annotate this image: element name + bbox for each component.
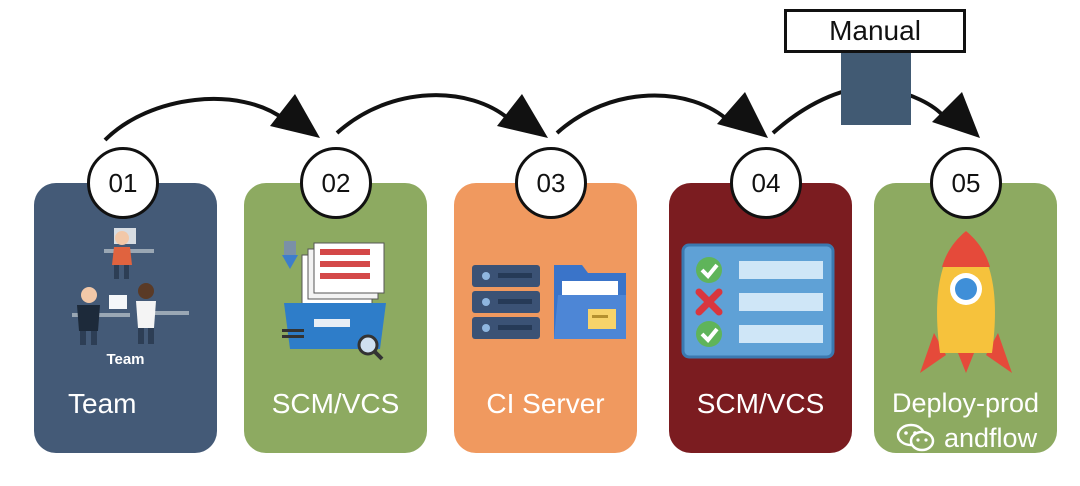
- arrowhead-03: [497, 94, 548, 138]
- step-label-team: Team: [68, 388, 137, 419]
- check-icon-2: [696, 321, 722, 347]
- step-number-02: 02: [300, 147, 372, 219]
- server-folder-icon: [472, 265, 626, 339]
- arrow-02-03: [335, 93, 512, 135]
- step-number-05: 05: [930, 147, 1002, 219]
- step-number-01: 01: [87, 147, 159, 219]
- step-label-scm: SCM/VCS: [271, 388, 400, 419]
- arrow-01-02: [103, 96, 287, 142]
- folder-icon: [554, 265, 626, 339]
- step-card-scm: SCM/VCS: [244, 183, 427, 453]
- magnifier-icon: [357, 334, 379, 356]
- cross-icon: [695, 288, 723, 316]
- arrowhead-04: [717, 92, 768, 138]
- step-card-scm-2: SCM/VCS: [669, 183, 852, 453]
- step-number-04: 04: [730, 147, 802, 219]
- download-arrow-icon: [282, 255, 298, 269]
- step-number-03: 03: [515, 147, 587, 219]
- manual-label: Manual: [829, 15, 921, 46]
- watermark-text: andflow: [944, 422, 1038, 453]
- manual-label-box: Manual: [784, 9, 966, 53]
- step-label-ci-server: CI Server: [486, 388, 605, 419]
- team-illustration-caption: Team: [106, 351, 145, 368]
- manual-gate-block: [841, 53, 911, 125]
- watermark: andflow: [896, 420, 1037, 456]
- rocket-icon: [920, 231, 1012, 373]
- arrow-03-04: [555, 93, 732, 135]
- arrowhead-05: [932, 92, 980, 138]
- step-label-deploy-prod: Deploy-prod: [891, 388, 1040, 418]
- step-card-team: Team Team: [34, 183, 217, 453]
- arrowhead-02: [270, 94, 320, 138]
- step-card-ci-server: CI Server: [454, 183, 637, 453]
- file-cabinet-icon: [282, 241, 386, 361]
- wechat-icon: [896, 423, 935, 452]
- check-icon: [696, 257, 722, 283]
- server-rack-icon: [472, 265, 540, 339]
- step-label-scm-2: SCM/VCS: [696, 388, 825, 419]
- checklist-icon: [681, 243, 835, 359]
- team-people-icon: [72, 228, 189, 345]
- step-card-deploy-prod: Deploy-prod: [874, 183, 1057, 453]
